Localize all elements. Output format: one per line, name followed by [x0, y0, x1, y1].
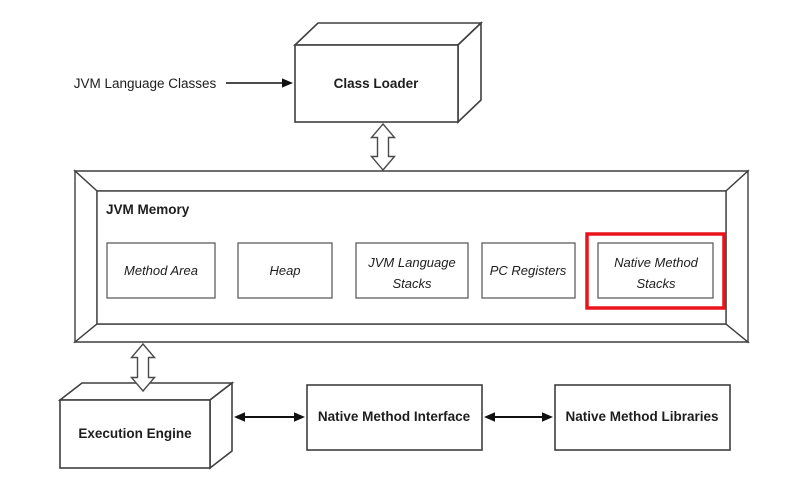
pc-registers-label: PC Registers [490, 263, 567, 278]
memory-box-method-area: Method Area [106, 242, 216, 299]
jvm-language-stacks-label-line2: Stacks [392, 276, 432, 291]
nmi-nml-arrowhead-left-icon [484, 412, 495, 422]
jvm-memory-right-face [725, 169, 749, 344]
native-method-interface-box: Native Method Interface [306, 384, 483, 451]
memory-execution-double-arrow [129, 342, 157, 393]
pc-registers-rect [481, 242, 576, 299]
native-method-stacks-highlight-box [585, 232, 726, 310]
jvm-memory-top-face [73, 170, 750, 192]
execution-engine-front-face [59, 399, 211, 469]
native-method-interface-rect [306, 384, 483, 451]
classloader-memory-double-arrow [369, 122, 397, 172]
memory-box-pc-registers: PC Registers [481, 242, 576, 299]
memory-box-jvm-language-stacks: JVM Language Stacks [355, 242, 469, 299]
nmi-nml-arrowhead-right-icon [542, 412, 553, 422]
execution-nmi-double-arrow [234, 412, 305, 422]
execution-nmi-arrowhead-left-icon [234, 412, 245, 422]
jvm-language-classes-label: JVM Language Classes [74, 76, 217, 91]
class-loader-label: Class Loader [334, 76, 420, 91]
jvm-memory-container: JVM Memory Method Area Heap JVM Language… [73, 169, 750, 344]
method-area-rect [106, 242, 216, 299]
jvm-language-classes-source: JVM Language Classes [74, 76, 293, 91]
jvm-language-stacks-label-line1: JVM Language [367, 255, 455, 270]
native-method-libraries-rect [554, 384, 731, 451]
native-method-libraries-label: Native Method Libraries [565, 409, 718, 424]
method-area-label: Method Area [124, 263, 198, 278]
native-method-stacks-label-line1: Native Method [614, 255, 699, 270]
class-loader-input-arrowhead-icon [282, 78, 293, 88]
class-loader-box: Class Loader [293, 21, 483, 124]
execution-engine-box: Execution Engine [57, 381, 235, 470]
native-method-stacks-rect [597, 242, 714, 299]
execution-nmi-arrowhead-right-icon [294, 412, 305, 422]
native-method-interface-label: Native Method Interface [318, 409, 471, 424]
execution-engine-label: Execution Engine [78, 426, 192, 441]
class-loader-top-face [293, 22, 483, 46]
jvm-memory-label: JVM Memory [106, 202, 190, 217]
memory-box-heap: Heap [237, 242, 333, 299]
heap-label: Heap [269, 263, 300, 278]
heap-rect [237, 242, 333, 299]
jvm-memory-left-face [74, 169, 98, 344]
class-loader-front-face [294, 44, 459, 123]
jvm-language-stacks-rect [355, 242, 469, 299]
native-method-libraries-box: Native Method Libraries [554, 384, 731, 451]
native-method-stacks-label-line2: Stacks [636, 276, 676, 291]
memory-box-native-method-stacks: Native Method Stacks [585, 232, 726, 310]
nmi-nml-double-arrow [484, 412, 553, 422]
jvm-memory-bottom-face [73, 323, 750, 343]
